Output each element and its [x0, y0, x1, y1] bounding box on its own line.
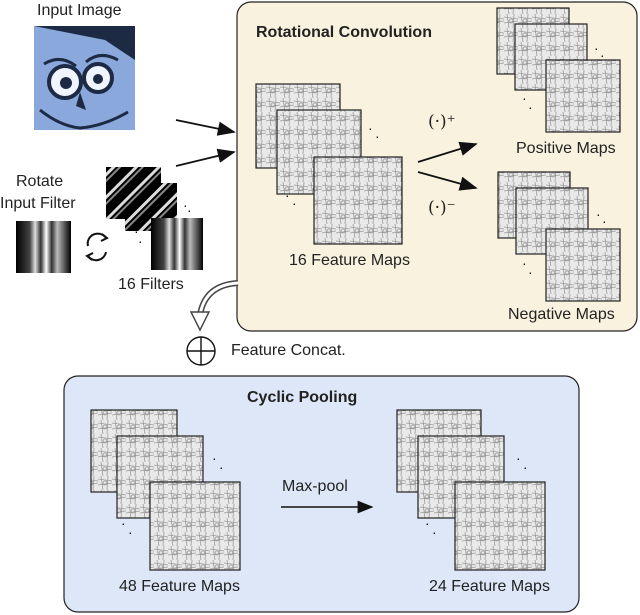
- input-image-label: Input Image: [37, 2, 122, 19]
- pooling-output-map-stack: · · · ·: [396, 409, 546, 571]
- svg-text:·: ·: [600, 47, 605, 63]
- svg-text:·: ·: [594, 40, 599, 56]
- svg-text:·: ·: [187, 202, 192, 218]
- filters-count-label: 16 Filters: [118, 276, 184, 293]
- svg-text:·: ·: [432, 524, 437, 540]
- feature-concat-label: Feature Concat.: [231, 342, 346, 359]
- filter-stack: · · · ·: [106, 167, 203, 270]
- pooling-input-label: 48 Feature Maps: [119, 578, 240, 595]
- svg-text:·: ·: [425, 515, 430, 531]
- positive-op-label: (·)⁺: [428, 112, 456, 132]
- svg-text:·: ·: [292, 195, 297, 211]
- filter-to-conv-arrow: [175, 148, 236, 167]
- input-owl-image: [34, 26, 135, 130]
- rotational-convolution-title: Rotational Convolution: [256, 24, 432, 41]
- svg-text:·: ·: [219, 459, 224, 475]
- cyclic-pooling-title: Cyclic Pooling: [247, 389, 358, 406]
- conv-feature-maps-label: 16 Feature Maps: [289, 252, 410, 269]
- svg-text:·: ·: [134, 223, 139, 239]
- svg-text:·: ·: [528, 264, 533, 280]
- max-pool-label: Max-pool: [282, 478, 348, 495]
- conv-feature-map-stack: · · · ·: [255, 83, 403, 245]
- svg-text:·: ·: [522, 255, 527, 271]
- negative-op-label: (·)⁻: [428, 198, 456, 218]
- pooling-input-map-stack: · · · ·: [90, 409, 241, 571]
- svg-text:·: ·: [523, 459, 528, 475]
- positive-map-stack: · · · ·: [496, 7, 621, 133]
- rotate-label: Rotate: [16, 173, 64, 190]
- svg-text:·: ·: [528, 99, 533, 115]
- single-filter-image: [16, 221, 71, 273]
- image-to-conv-arrow: [175, 119, 236, 136]
- pooling-output-label: 24 Feature Maps: [429, 578, 550, 595]
- svg-text:·: ·: [596, 206, 601, 222]
- positive-maps-label: Positive Maps: [516, 140, 616, 157]
- svg-text:·: ·: [375, 128, 380, 144]
- to-positive-arrow: [417, 141, 478, 163]
- svg-text:·: ·: [522, 90, 527, 106]
- input-filter-label: Input Filter: [0, 195, 76, 212]
- rotate-cycle-icon: [85, 232, 109, 262]
- svg-text:·: ·: [285, 187, 290, 203]
- negative-map-stack: · · · ·: [497, 171, 621, 302]
- negative-maps-label: Negative Maps: [508, 306, 615, 323]
- svg-text:·: ·: [121, 515, 126, 531]
- svg-text:·: ·: [128, 524, 133, 540]
- concat-symbol-icon: [186, 336, 216, 366]
- svg-text:·: ·: [602, 213, 607, 229]
- svg-text:·: ·: [368, 120, 373, 136]
- svg-text:·: ·: [183, 197, 188, 213]
- svg-text:·: ·: [138, 233, 143, 249]
- svg-text:·: ·: [516, 450, 521, 466]
- to-negative-arrow: [417, 171, 478, 191]
- svg-text:·: ·: [212, 450, 217, 466]
